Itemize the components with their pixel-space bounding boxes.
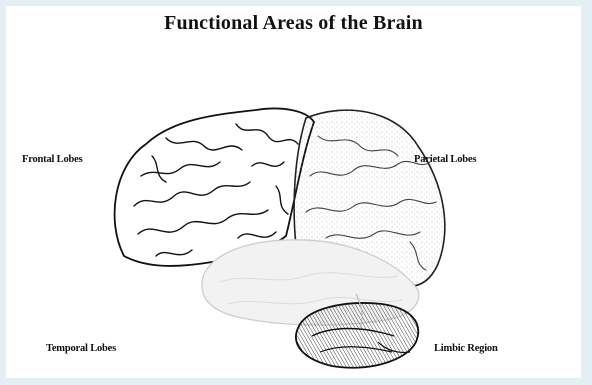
diagram-panel: Functional Areas of the Brain (6, 6, 581, 378)
label-parietal-lobes: Parietal Lobes (414, 154, 476, 165)
limbic-region (296, 303, 418, 368)
label-frontal-lobes: Frontal Lobes (22, 154, 83, 165)
label-temporal-lobes: Temporal Lobes (46, 343, 116, 354)
label-limbic-region: Limbic Region (434, 343, 498, 354)
brain-illustration (6, 6, 581, 378)
